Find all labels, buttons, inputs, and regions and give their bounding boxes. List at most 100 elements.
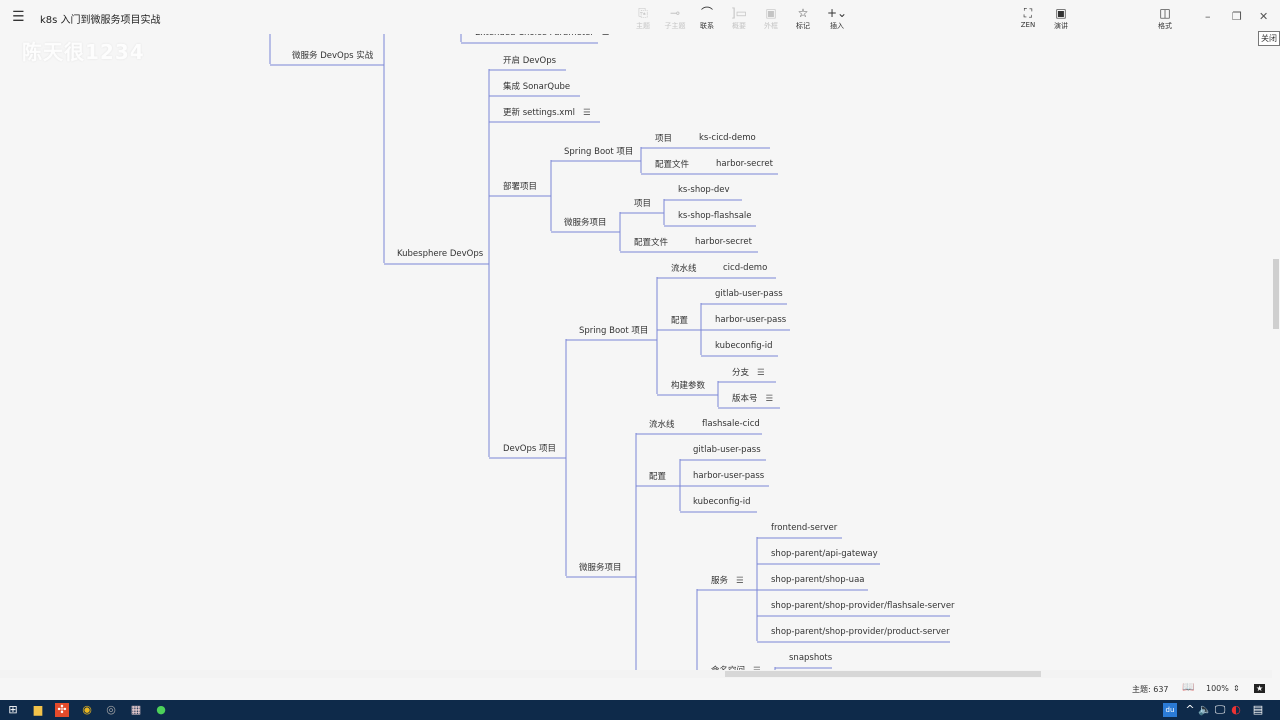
topic-node[interactable]: cicd-demo [723, 263, 767, 273]
topic-button[interactable]: ⎘主题 [627, 6, 659, 31]
topic-node[interactable]: harbor-secret [716, 159, 773, 169]
topic-node[interactable]: shop-parent/shop-provider/product-server [771, 627, 950, 637]
topic-label: shop-parent/shop-provider/flashsale-serv… [771, 601, 955, 611]
ide-icon[interactable]: ▦ [130, 703, 142, 716]
topic-node[interactable]: 微服务 DevOps 实战 [292, 49, 373, 61]
topic-node[interactable]: kubeconfig-id [693, 497, 751, 507]
panel-icon: ◫ [1159, 6, 1171, 20]
topic-node[interactable]: Spring Boot 项目 [579, 324, 648, 336]
note-icon[interactable]: ☰ [757, 368, 765, 378]
topic-node[interactable]: shop-parent/api-gateway [771, 549, 878, 559]
topic-node[interactable]: shop-parent/shop-uaa [771, 575, 865, 585]
topic-label: Extended Choice Parameter [475, 34, 594, 38]
format-button[interactable]: ◫格式 [1149, 6, 1181, 31]
topic-node[interactable]: 服务☰ [711, 574, 744, 586]
antivirus-icon[interactable]: ◐ [1231, 703, 1241, 716]
topic-node[interactable]: ks-shop-dev [678, 185, 730, 195]
relation-button[interactable]: ⌒联系 [691, 6, 723, 31]
note-icon[interactable]: ☰ [765, 394, 774, 404]
topic-node[interactable]: 流水线 [649, 418, 675, 430]
topic-node[interactable]: DevOps 项目 [503, 442, 556, 454]
topic-node[interactable]: Kubesphere DevOps [397, 249, 483, 259]
topic-label: 微服务 DevOps 实战 [292, 51, 374, 61]
topic-label: 分支 [732, 368, 750, 378]
topic-node[interactable]: 分支 ☰ [732, 366, 765, 378]
topic-count: 主题: 637 [1132, 685, 1169, 694]
topic-label: 微服务项目 [579, 563, 622, 573]
topic-node[interactable]: flashsale-cicd [702, 419, 760, 429]
topic-node[interactable]: 集成 SonarQube [503, 80, 570, 92]
topic-node[interactable]: 部署项目 [503, 180, 537, 192]
book-icon[interactable]: 📖 [1182, 682, 1195, 693]
topic-label: harbor-user-pass [693, 471, 765, 481]
file-explorer-icon[interactable]: ▆ [33, 703, 43, 716]
topic-node[interactable]: 构建参数 [671, 379, 705, 391]
topic-node[interactable]: 配置文件 [634, 236, 668, 248]
wechat-icon[interactable]: ● [156, 703, 166, 716]
close-button[interactable]: ✕ [1259, 10, 1269, 23]
zoom-level[interactable]: 100% [1206, 684, 1229, 693]
horizontal-scrollbar[interactable] [0, 670, 1272, 678]
horizontal-scroll-thumb[interactable] [725, 671, 1041, 677]
volume-icon[interactable]: 🔈 [1198, 703, 1212, 716]
notification-icon[interactable]: ▤ [1252, 703, 1264, 716]
topic-node[interactable]: 微服务项目 [579, 561, 622, 573]
topic-label: 配置文件 [655, 160, 690, 170]
topic-node[interactable]: Extended Choice Parameter ☰ [475, 34, 609, 38]
note-icon[interactable]: ☰ [602, 34, 610, 38]
restore-button[interactable]: ❐ [1232, 10, 1242, 23]
insert-button[interactable]: +⌄插入 [821, 6, 853, 31]
topic-node[interactable]: harbor-user-pass [693, 471, 764, 481]
topic-node[interactable]: 配置 [671, 314, 688, 326]
topic-node[interactable]: 项目 [634, 197, 651, 209]
topic-node[interactable]: snapshots [789, 653, 832, 663]
windows-start-icon[interactable]: ⊞ [8, 703, 18, 716]
topic-node[interactable]: Spring Boot 项目 [564, 145, 633, 157]
pin-icon[interactable]: ★ [1254, 684, 1266, 693]
zen-button[interactable]: ⛶ZEN [1012, 6, 1044, 29]
boundary-button[interactable]: ▣外框 [755, 6, 787, 31]
watermark: 陈天很1234 [22, 40, 145, 64]
app-icon[interactable]: ◎ [106, 703, 116, 716]
topic-node[interactable]: 开启 DevOps [503, 54, 556, 66]
marker-button[interactable]: ☆标记 [787, 6, 819, 31]
topic-node[interactable]: 项目 [655, 132, 672, 144]
topic-node[interactable]: 流水线 [671, 262, 697, 274]
note-icon[interactable]: ☰ [753, 666, 761, 670]
topic-node[interactable]: ks-cicd-demo [699, 133, 756, 143]
subtopic-button[interactable]: ⊸子主题 [659, 6, 691, 31]
note-icon[interactable]: ☰ [736, 576, 744, 586]
topic-node[interactable]: 微服务项目 [564, 216, 607, 228]
menu-icon[interactable]: ☰ [12, 9, 25, 25]
present-button[interactable]: ▣演讲 [1045, 6, 1077, 31]
topic-node[interactable]: 版本号☰ [732, 392, 773, 404]
note-icon[interactable]: ☰ [582, 108, 591, 118]
summary-button[interactable]: ]▭概要 [723, 6, 755, 31]
topic-node[interactable]: harbor-user-pass [715, 315, 786, 325]
chrome-icon[interactable]: ◉ [82, 703, 92, 716]
topic-node[interactable]: 命名空间☰ [711, 664, 761, 670]
input-method-icon[interactable]: du [1163, 703, 1177, 717]
topic-label: harbor-user-pass [715, 315, 787, 325]
topic-node[interactable]: frontend-server [771, 523, 837, 533]
zoom-stepper-icon[interactable]: ⇕ [1233, 684, 1240, 693]
topic-node[interactable]: kubeconfig-id [715, 341, 773, 351]
topic-node[interactable]: gitlab-user-pass [693, 445, 761, 455]
minimize-button[interactable]: – [1205, 10, 1211, 23]
tray-chevron-icon[interactable]: ^ [1185, 703, 1195, 716]
xmind-app-icon[interactable]: ✣ [55, 703, 69, 717]
mindmap-canvas[interactable]: Extended Choice Parameter ☰ 微服务 DevOps 实战 K… [0, 34, 1272, 670]
topic-node[interactable]: gitlab-user-pass [715, 289, 783, 299]
topic-label: 部署项目 [503, 182, 538, 192]
topic-node[interactable]: 配置 [649, 470, 666, 482]
vertical-scrollbar[interactable] [1272, 34, 1280, 670]
vertical-scroll-thumb[interactable] [1273, 259, 1279, 329]
network-icon[interactable]: 🖵 [1214, 703, 1226, 716]
topic-node[interactable]: harbor-secret [695, 237, 752, 247]
topic-node[interactable]: 配置文件 [655, 158, 689, 170]
topic-node[interactable]: shop-parent/shop-provider/flashsale-serv… [771, 601, 955, 611]
topic-node[interactable]: 更新 settings.xml☰ [503, 106, 591, 118]
play-icon: ▣ [1055, 6, 1067, 20]
topic-node[interactable]: ks-shop-flashsale [678, 211, 752, 221]
topic-label: 构建参数 [671, 381, 706, 391]
